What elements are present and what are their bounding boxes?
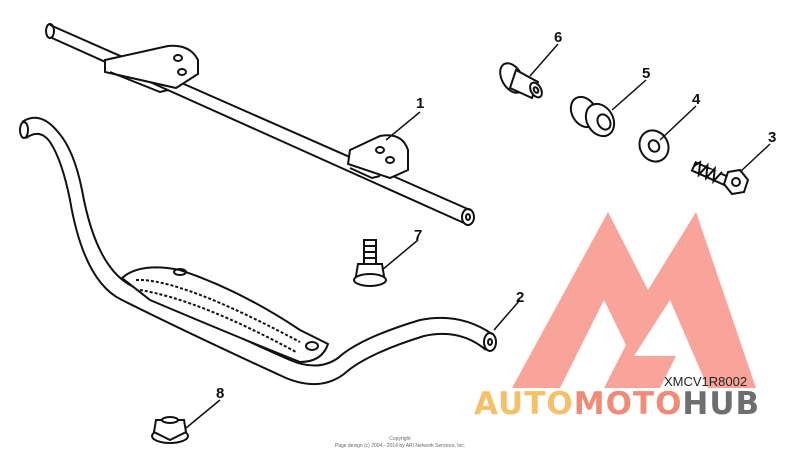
- watermark-wordmark: AUTOMOTOHUB: [474, 386, 760, 422]
- part-3-bolt: [690, 160, 750, 196]
- watermark-hub: HUB: [682, 386, 761, 422]
- callout-6: 6: [554, 29, 562, 46]
- copyright-line-1: Copyright: [389, 436, 411, 442]
- part-6-bushing: [499, 62, 543, 100]
- callout-7: 7: [414, 227, 422, 244]
- part-1-cross-bar: [45, 23, 475, 226]
- part-2-lower-bar: [19, 116, 497, 385]
- part-5-grommet: [569, 95, 616, 138]
- part-7-flange-bolt: [353, 239, 387, 287]
- drawing-code: XMCV1R8002: [664, 374, 747, 389]
- callout-2: 2: [516, 289, 524, 306]
- callout-3: 3: [768, 129, 776, 146]
- leader-lines: [185, 43, 771, 429]
- callout-5: 5: [642, 65, 650, 82]
- callout-1: 1: [416, 95, 424, 112]
- callout-4: 4: [692, 91, 701, 108]
- watermark-auto: AUTO: [474, 386, 574, 422]
- callout-8: 8: [216, 385, 224, 402]
- part-8-flange-nut: [151, 416, 189, 444]
- copyright-line-2: Page design (c) 2004 - 2014 by ARI Netwo…: [335, 443, 465, 449]
- watermark-moto: MOTO: [573, 386, 683, 422]
- watermark-logo: [512, 212, 756, 388]
